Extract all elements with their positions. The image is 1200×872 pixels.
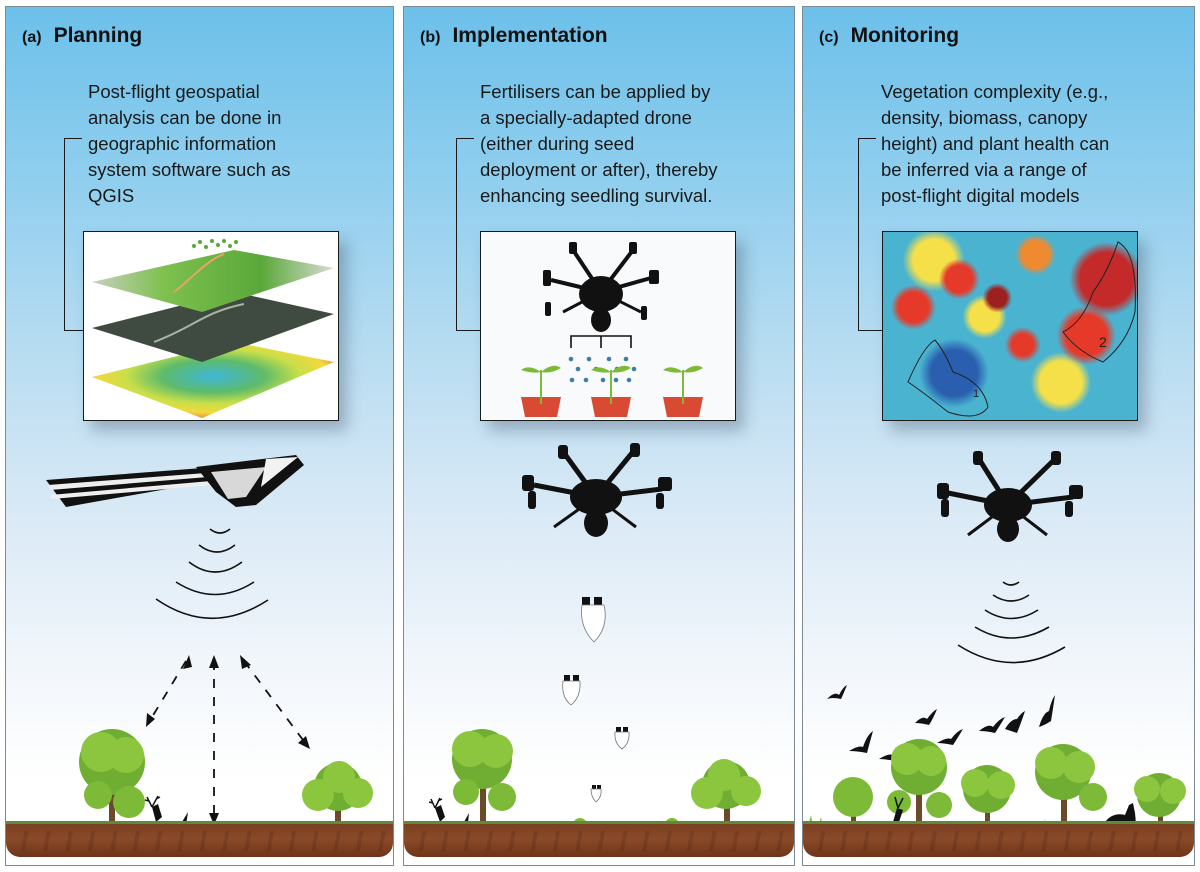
panel-planning: (a) Planning Post-flight geospatial anal… [5, 6, 394, 866]
panel-monitoring: (c) Monitoring Vegetation complexity (e.… [802, 6, 1195, 866]
seed-pod-icon [614, 727, 630, 750]
monitoring-scene [805, 451, 1186, 846]
hexacopter-drone-icon [937, 451, 1083, 542]
caption-connector-tail [858, 330, 882, 331]
soil-ground [404, 821, 794, 857]
dashed-arrows-icon [148, 660, 307, 819]
fixed-wing-drone-icon [46, 455, 304, 507]
panel-caption: Post-flight geospatial analysis can be d… [88, 81, 291, 206]
planning-scene [46, 455, 373, 839]
gis-layers-inset [83, 231, 339, 421]
gis-layers-icon [92, 239, 334, 418]
panel-title: Monitoring [850, 24, 960, 47]
panel-heading: (b) Implementation [420, 24, 608, 48]
vegetation-raster-inset: 1 2 [882, 231, 1138, 421]
soil-ground [6, 821, 393, 857]
signal-waves-icon [957, 581, 1066, 664]
arrowheads-icon [146, 655, 310, 825]
seed-pod-icon [581, 597, 606, 643]
caption-connector-tail [64, 330, 84, 331]
panel-implementation: (b) Implementation Fertilisers can be ap… [403, 6, 795, 866]
zone-label-2: 2 [1099, 334, 1107, 350]
tree-icon [302, 761, 373, 839]
caption-connector-tail [456, 330, 480, 331]
panel-heading: (a) Planning [22, 24, 142, 48]
signal-waves-icon [155, 528, 269, 620]
soil-ground [803, 821, 1194, 857]
seed-pod-icon [590, 785, 602, 803]
panel-caption: Fertilisers can be applied by a speciall… [480, 81, 718, 206]
seedling-icon [663, 365, 703, 417]
panel-title: Planning [53, 24, 143, 47]
zone-outlines-icon: 1 2 [907, 241, 1136, 417]
panel-letter: (c) [819, 29, 839, 46]
panel-letter: (b) [420, 29, 441, 46]
panel-letter: (a) [22, 29, 42, 46]
panel-title: Implementation [452, 24, 608, 47]
seedling-icon [591, 365, 631, 417]
tree-icon [452, 729, 516, 839]
tree-icon [79, 729, 145, 839]
hexacopter-drone-icon [522, 443, 672, 537]
fertiliser-inset [480, 231, 736, 421]
seedling-icon [521, 365, 561, 417]
panel-caption: Vegetation complexity (e.g., density, bi… [881, 81, 1110, 206]
seed-pod-icon [562, 675, 581, 706]
zone-label-1: 1 [973, 388, 979, 400]
panel-heading: (c) Monitoring [819, 24, 959, 48]
tree-icon [691, 759, 761, 839]
birds-icon [827, 685, 1055, 761]
fertiliser-drone-icon [521, 242, 703, 417]
implementation-scene [428, 443, 782, 843]
